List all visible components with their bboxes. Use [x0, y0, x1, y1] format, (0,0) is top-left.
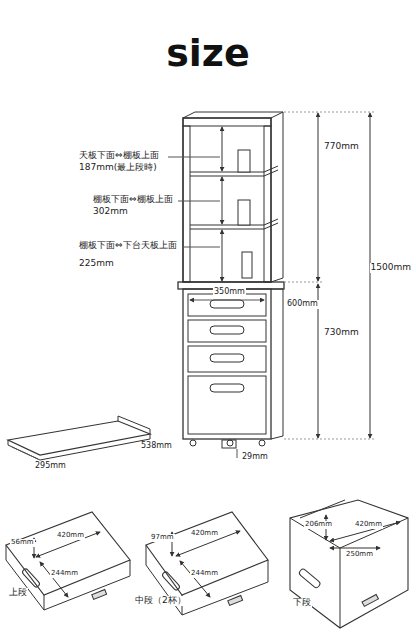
- dimension: 770mm: [323, 142, 360, 152]
- leader-note: 棚板下面⇔下台天板上面: [78, 241, 178, 251]
- dimension: 187mm(最上段時): [78, 163, 158, 173]
- dimension: 538mm: [140, 442, 173, 451]
- dimension: 250mm: [345, 551, 374, 559]
- dimension: 225mm: [78, 259, 115, 269]
- dimension: 1500mm: [370, 263, 412, 273]
- dimension: 420mm: [56, 532, 85, 540]
- dimension: 56mm: [10, 539, 35, 547]
- dimension: 302mm: [92, 207, 129, 217]
- part-name: 中段（2杯）: [134, 596, 187, 606]
- dimension: 206mm: [304, 521, 333, 529]
- part-name: 下段: [292, 598, 312, 608]
- dimension: 600mm: [286, 300, 319, 309]
- dimension: 420mm: [354, 521, 383, 529]
- dimension: 295mm: [34, 462, 67, 471]
- dimension: 730mm: [323, 328, 360, 338]
- dimension: 29mm: [241, 453, 269, 462]
- dimension: 350mm: [213, 288, 246, 297]
- part-name: 上段: [8, 588, 28, 598]
- dimension: 244mm: [190, 570, 219, 578]
- dimension: 420mm: [190, 530, 219, 538]
- dimension: 244mm: [50, 570, 79, 578]
- leader-note: 棚板下面⇔棚板上面: [92, 195, 174, 205]
- title: size: [0, 34, 416, 72]
- dimension: 97mm: [150, 534, 175, 542]
- leader-note: 天板下面⇔棚板上面: [78, 151, 160, 161]
